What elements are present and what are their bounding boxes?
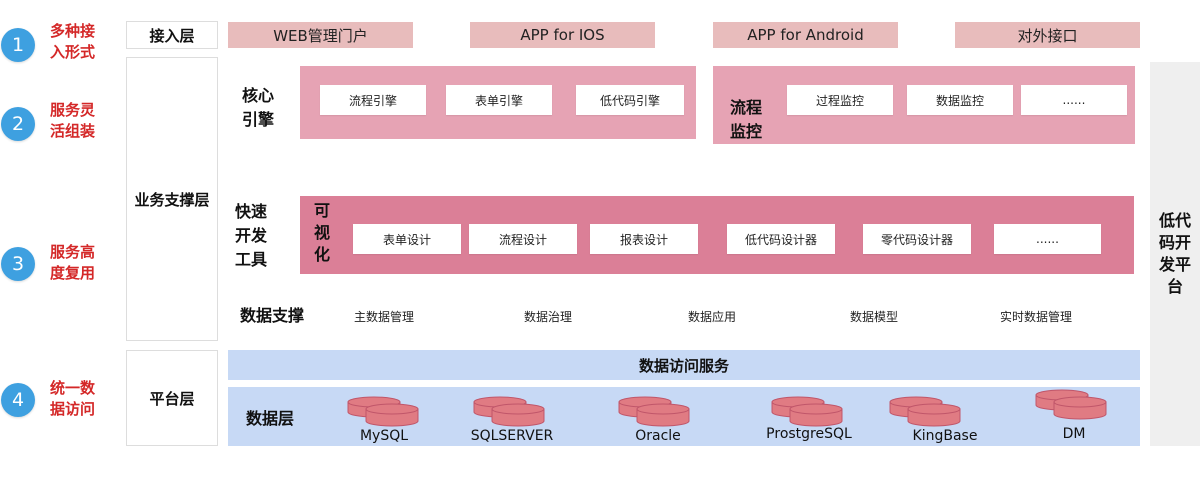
access-item-ios: APP for IOS	[470, 22, 655, 48]
data-support-item-model: 数据模型	[850, 310, 899, 324]
core-engine-item-lowcode: 低代码引擎	[576, 85, 684, 115]
lowcode-platform-bar: 低代 码开 发平 台	[1150, 62, 1200, 446]
dev-item-report-design: 报表设计	[590, 224, 698, 254]
step-3-circle: 3	[1, 247, 35, 281]
access-item-external-api: 对外接口	[955, 22, 1140, 48]
access-item-web-portal: WEB管理门户	[228, 22, 413, 48]
step-1-circle: 1	[1, 28, 35, 62]
mysql-database-icon	[347, 396, 419, 427]
data-support-item-master: 主数据管理	[354, 310, 415, 324]
postgresql-database-icon	[771, 396, 843, 427]
kingbase-database-icon	[889, 396, 961, 427]
monitor-item-process: 过程监控	[787, 85, 893, 115]
db-label-sqlserver: SQLSERVER	[470, 428, 554, 444]
data-support-label: 数据支撑	[240, 306, 305, 325]
business-layer-label: 业务支撑层	[126, 57, 218, 341]
quick-dev-label: 快速 开发 工具	[235, 202, 268, 269]
process-monitor-label: 流程 监控	[730, 98, 763, 141]
db-label-kingbase: KingBase	[912, 428, 978, 444]
db-label-oracle: Oracle	[635, 428, 681, 444]
dev-item-nocode-designer: 零代码设计器	[863, 224, 971, 254]
access-layer-label: 接入层	[126, 21, 218, 49]
data-support-item-governance: 数据治理	[524, 310, 573, 324]
dev-item-lowcode-designer: 低代码设计器	[727, 224, 835, 254]
oracle-database-icon	[618, 396, 690, 427]
dev-item-process-design: 流程设计	[469, 224, 577, 254]
platform-layer-label: 平台层	[126, 350, 218, 446]
step-1-text: 多种接 入形式	[50, 22, 96, 61]
core-engine-item-form: 表单引擎	[446, 85, 552, 115]
db-label-dm: DM	[1062, 426, 1086, 442]
lowcode-platform-label: 低代 码开 发平 台	[1158, 211, 1191, 296]
data-layer-label: 数据层	[246, 409, 295, 428]
data-access-service-bar: 数据访问服务	[228, 350, 1140, 380]
core-engine-label: 核心 引擎	[242, 86, 275, 129]
dm-database-icon	[1035, 389, 1107, 420]
monitor-item-more: ......	[1021, 85, 1127, 115]
step-3-text: 服务高 度复用	[50, 243, 96, 282]
step-2-text: 服务灵 活组装	[50, 101, 96, 140]
dev-item-form-design: 表单设计	[353, 224, 461, 254]
sqlserver-database-icon	[473, 396, 545, 427]
db-label-postgresql: ProstgreSQL	[766, 426, 852, 442]
db-label-mysql: MySQL	[359, 428, 409, 444]
core-engine-item-process: 流程引擎	[320, 85, 426, 115]
step-2-circle: 2	[1, 107, 35, 141]
monitor-item-data: 数据监控	[907, 85, 1013, 115]
step-4-circle: 4	[1, 383, 35, 417]
step-4-text: 统一数 据访问	[50, 379, 96, 418]
visual-label: 可 视 化	[314, 201, 331, 264]
dev-item-more: ......	[994, 224, 1101, 254]
access-item-android: APP for Android	[713, 22, 898, 48]
data-support-item-application: 数据应用	[688, 310, 737, 324]
data-support-item-realtime: 实时数据管理	[1000, 310, 1073, 324]
